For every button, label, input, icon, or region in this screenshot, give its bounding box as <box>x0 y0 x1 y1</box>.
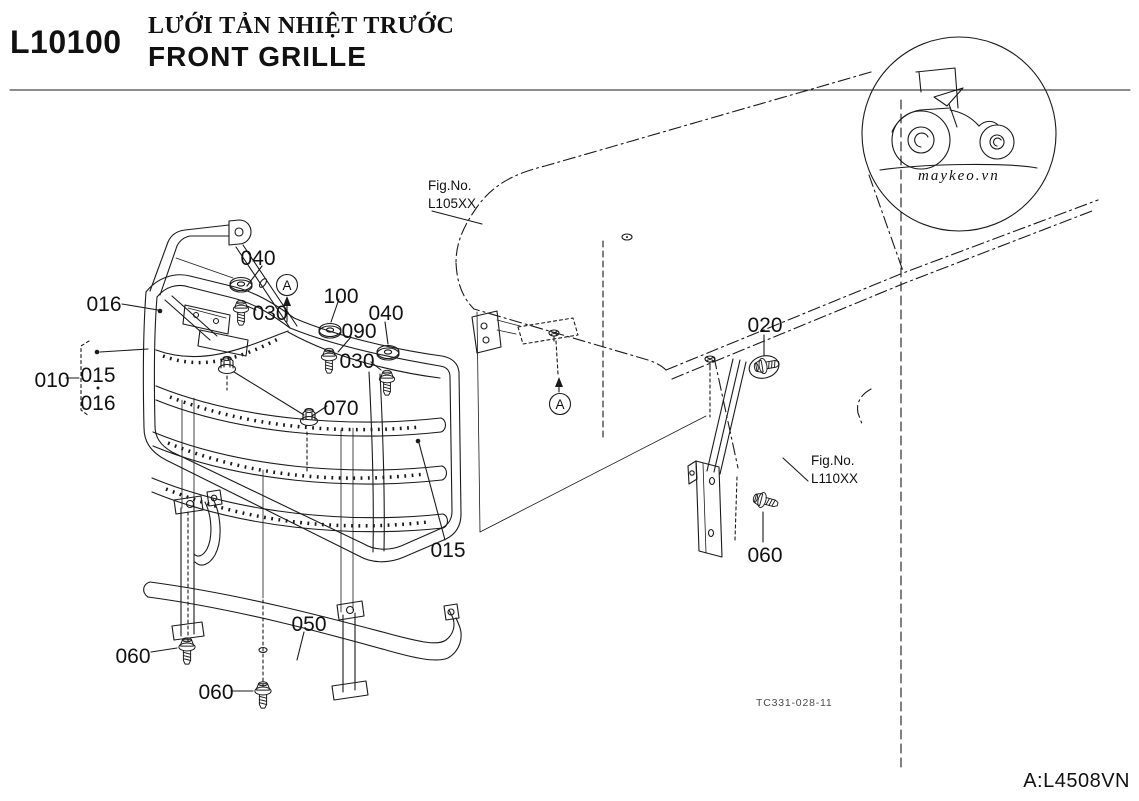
part-callout: 015 <box>80 364 115 387</box>
side-bracket-drawing <box>687 355 780 558</box>
part-callout: 090 <box>341 320 376 343</box>
part-callout: 015 <box>430 539 465 562</box>
part-callout: 030 <box>339 350 374 373</box>
leader-lines <box>65 210 809 692</box>
part-callout: 016 <box>86 293 121 316</box>
part-callout: 030 <box>252 302 287 325</box>
figure-ref-label: Fig.No. <box>428 178 472 193</box>
part-callouts: 040 016 030 100 090 040 030 010 015 016 … <box>34 247 782 704</box>
figure-ref-label: Fig.No. <box>811 453 855 468</box>
page-code: L10100 <box>10 24 122 60</box>
drawing-number: TC331-028-11 <box>756 697 833 709</box>
figure-ref: Fig.No. L105XX <box>428 178 476 211</box>
front-grille-drawing <box>142 219 462 687</box>
title-english: FRONT GRILLE <box>148 41 367 72</box>
detail-marker-letter: A <box>555 397 564 412</box>
lower-support-bracket-drawing <box>143 495 462 701</box>
part-callout: 040 <box>368 302 403 325</box>
part-callout: 016 <box>80 392 115 415</box>
figure-ref-value: L105XX <box>428 196 476 211</box>
group-bracket-010 <box>80 340 90 417</box>
part-callout: 020 <box>747 314 782 337</box>
detail-marker-letter: A <box>282 278 291 293</box>
part-callout: 040 <box>240 247 275 270</box>
watermark-text: maykeo.vn <box>918 168 1000 184</box>
title-vietnamese: LƯỚI TẢN NHIỆT TRƯỚC <box>148 13 455 39</box>
part-callout: 010 <box>34 369 69 392</box>
part-callout: 070 <box>323 397 358 420</box>
figure-ref: Fig.No. L110XX <box>811 453 858 486</box>
detail-marker-a: A <box>275 273 299 323</box>
figure-ref-value: L110XX <box>811 471 858 486</box>
part-callout: 060 <box>115 645 150 668</box>
part-callout: 100 <box>323 285 358 308</box>
watermark-circle <box>861 36 1057 232</box>
tractor-icon <box>879 67 1038 171</box>
detail-marker-a: A <box>548 377 572 416</box>
hood-phantom-outline <box>455 71 1099 533</box>
doc-ref: A:L4508VN <box>1023 770 1130 792</box>
part-callout: 060 <box>747 544 782 567</box>
watermark-stamp: maykeo.vn <box>861 36 1057 232</box>
part-callout: 050 <box>291 613 326 636</box>
part-callout: 060 <box>198 681 233 704</box>
